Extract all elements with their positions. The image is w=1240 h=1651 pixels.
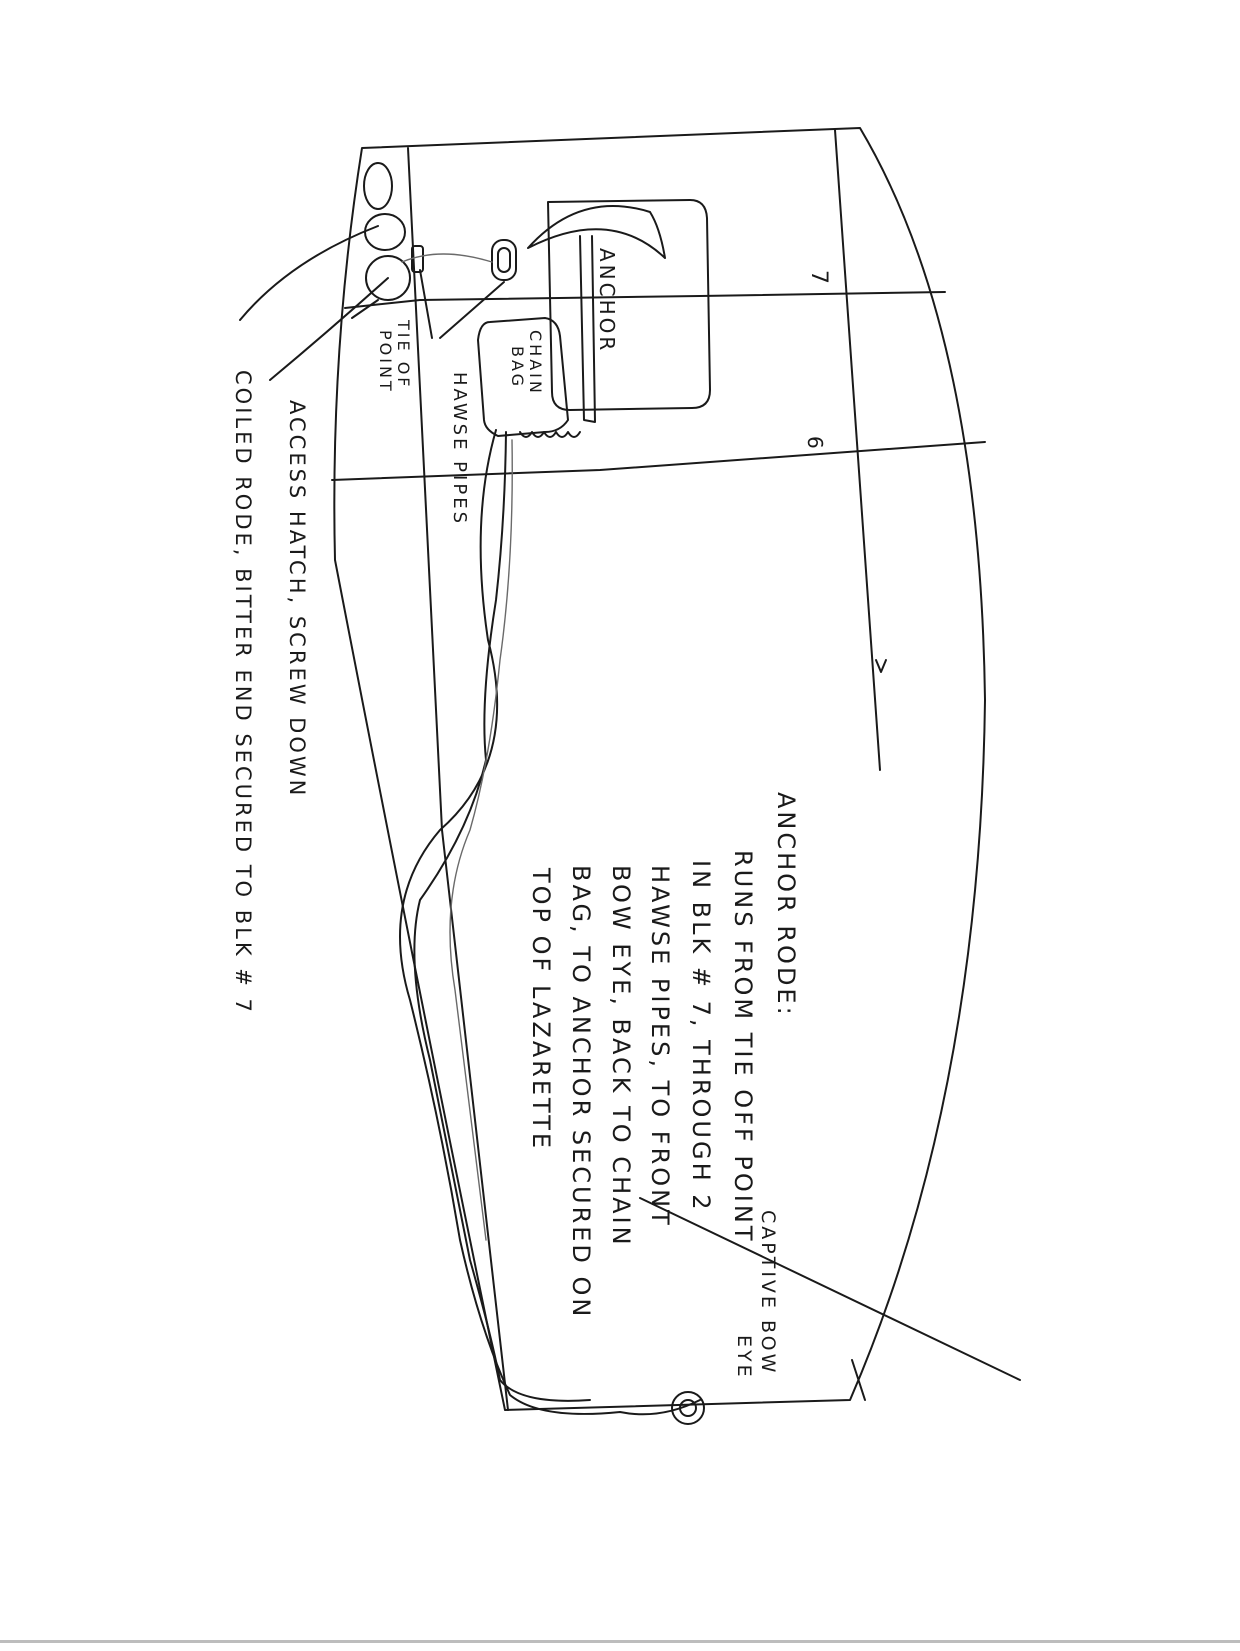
- leader-coiled-rode: [270, 278, 388, 380]
- note-line-3: HAWSE PIPES, TO FRONT: [646, 865, 674, 1228]
- label-captive-bow-eye-line1: CAPTIVE BOW: [757, 1210, 779, 1375]
- label-tie-off-line1: TIE OF: [394, 319, 413, 389]
- leader-tie-off: [352, 300, 378, 318]
- label-chain-bag-line2: BAG: [508, 346, 527, 389]
- bulkhead-7: [345, 292, 945, 308]
- dimension-arrow-head: [876, 660, 886, 672]
- transom-stroke: [852, 1360, 865, 1400]
- note-line-5: BAG, TO ANCHOR SECURED ON: [567, 865, 595, 1319]
- bulkhead-6: [332, 442, 985, 480]
- label-bulkhead-7: 7: [806, 270, 831, 287]
- note-line-1: RUNS FROM TIE OFF POINT: [729, 850, 757, 1243]
- keel-line: [408, 148, 508, 1410]
- label-coiled-rode: COILED RODE, BITTER END SECURED TO BLK #…: [231, 370, 255, 1015]
- note-line-2: IN BLK # 7, THROUGH 2: [687, 860, 715, 1213]
- label-hawse-pipes: HAWSE PIPES: [449, 372, 470, 526]
- captive-bow-eye-icon: [672, 1392, 704, 1424]
- leader-captive-bow-eye: [640, 1198, 1020, 1380]
- label-tie-off-line2: POINT: [376, 330, 395, 394]
- label-anchor: ANCHOR: [595, 248, 619, 353]
- hawse-pipe-icon: [412, 240, 516, 280]
- label-chain-bag-line1: CHAIN: [526, 330, 545, 396]
- label-captive-bow-eye-line2: EYE: [733, 1335, 755, 1380]
- anchor-rode-line: [400, 254, 700, 1414]
- note-line-4: BOW EYE, BACK TO CHAIN: [607, 865, 635, 1248]
- page-bottom-border: [0, 1640, 1240, 1643]
- label-bulkhead-6: 6: [803, 436, 827, 452]
- leader-hawse-pipes: [420, 270, 504, 338]
- note-heading: ANCHOR RODE:: [772, 792, 800, 1018]
- label-access-hatch: ACCESS HATCH, SCREW DOWN: [285, 400, 309, 798]
- note-line-6: TOP OF LAZARETTE: [527, 867, 555, 1151]
